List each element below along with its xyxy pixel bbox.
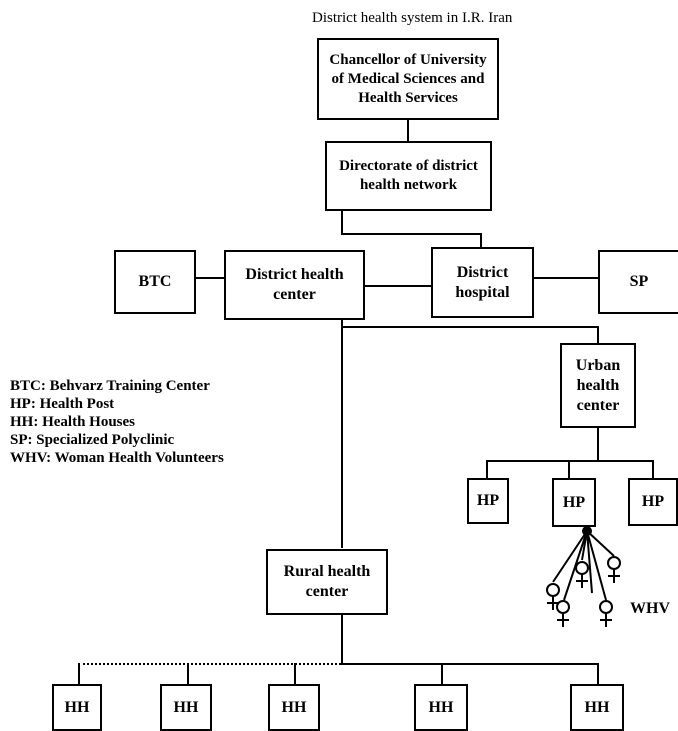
connector-to-hh-2 bbox=[187, 663, 189, 685]
legend-item-hh: HH: Health Houses bbox=[10, 414, 136, 430]
hp-label: HP bbox=[641, 493, 665, 510]
connector-hh-branch-dotted bbox=[78, 663, 341, 665]
connector-urban-branch bbox=[341, 326, 598, 328]
female-icon bbox=[556, 600, 570, 627]
connector-dhc-hospital bbox=[363, 285, 433, 287]
connector-to-hh-1 bbox=[78, 663, 80, 685]
connector-to-district-hospital bbox=[480, 233, 482, 249]
hh-box-1: HH bbox=[52, 684, 102, 731]
district-health-center-label: District health center bbox=[245, 266, 344, 303]
hh-box-3: HH bbox=[268, 684, 320, 731]
hp-label: HP bbox=[476, 492, 500, 509]
connector-urban-down bbox=[597, 426, 599, 461]
hh-label: HH bbox=[281, 698, 307, 716]
connector-to-hp-2 bbox=[568, 460, 570, 480]
btc-label: BTC bbox=[138, 273, 172, 290]
connector-to-hp-1 bbox=[486, 460, 488, 480]
connector-dhc-trunk bbox=[341, 318, 343, 548]
district-health-center-box: District health center bbox=[224, 250, 365, 320]
hh-label: HH bbox=[584, 698, 610, 716]
connector-btc-dhc bbox=[194, 277, 226, 279]
hh-box-4: HH bbox=[414, 684, 468, 731]
legend-item-sp: SP: Specialized Polyclinic bbox=[10, 432, 175, 448]
hh-label: HH bbox=[64, 698, 90, 716]
hp-label: HP bbox=[562, 493, 586, 511]
legend-item-whv: WHV: Woman Health Volunteers bbox=[10, 450, 224, 466]
hp-box-2: HP bbox=[552, 478, 596, 527]
legend-item-hp: HP: Health Post bbox=[10, 396, 115, 412]
hh-label: HH bbox=[428, 698, 454, 716]
connector-to-hp-3 bbox=[652, 460, 654, 480]
legend: BTC: Behvarz Training Center HP: Health … bbox=[10, 377, 224, 467]
btc-box: BTC bbox=[114, 250, 196, 314]
connector-chancellor-directorate bbox=[407, 118, 409, 142]
legend-item-btc: BTC: Behvarz Training Center bbox=[10, 378, 210, 394]
female-icon bbox=[575, 561, 589, 588]
hp-box-1: HP bbox=[467, 478, 509, 524]
connector-hospital-sp bbox=[532, 277, 600, 279]
sp-box: SP bbox=[598, 250, 678, 314]
connector-to-hh-3 bbox=[294, 663, 296, 685]
hp-box-3: HP bbox=[628, 478, 678, 526]
district-hospital-box: District hospital bbox=[431, 247, 534, 318]
connector-hh-branch-solid bbox=[341, 663, 598, 665]
connector-directorate-down bbox=[341, 209, 343, 234]
rural-health-center-box: Rural health center bbox=[266, 549, 388, 615]
directorate-label: Directorate of district health network bbox=[339, 158, 478, 193]
diagram-title: District health system in I.R. Iran bbox=[312, 10, 513, 26]
whv-label: WHV bbox=[630, 600, 670, 617]
sp-label: SP bbox=[629, 273, 649, 290]
connector-top-branch bbox=[341, 233, 481, 235]
connector-rural-down bbox=[341, 613, 343, 665]
female-icon bbox=[546, 583, 560, 610]
connector-to-hh-5 bbox=[597, 663, 599, 685]
chancellor-box: Chancellor of University of Medical Scie… bbox=[317, 38, 499, 120]
urban-health-center-label: Urban health center bbox=[575, 356, 621, 414]
rural-health-center-label: Rural health center bbox=[283, 563, 371, 600]
female-icon bbox=[599, 600, 613, 627]
urban-health-center-box: Urban health center bbox=[560, 343, 636, 428]
connector-to-urban bbox=[597, 326, 599, 344]
hh-box-5: HH bbox=[570, 684, 624, 731]
female-icon bbox=[607, 556, 621, 583]
chancellor-label: Chancellor of University of Medical Scie… bbox=[329, 51, 487, 106]
directorate-box: Directorate of district health network bbox=[325, 141, 492, 211]
district-hospital-label: District hospital bbox=[455, 263, 510, 301]
hh-label: HH bbox=[173, 698, 199, 716]
hh-box-2: HH bbox=[160, 684, 212, 731]
connector-to-hh-4 bbox=[441, 663, 443, 685]
